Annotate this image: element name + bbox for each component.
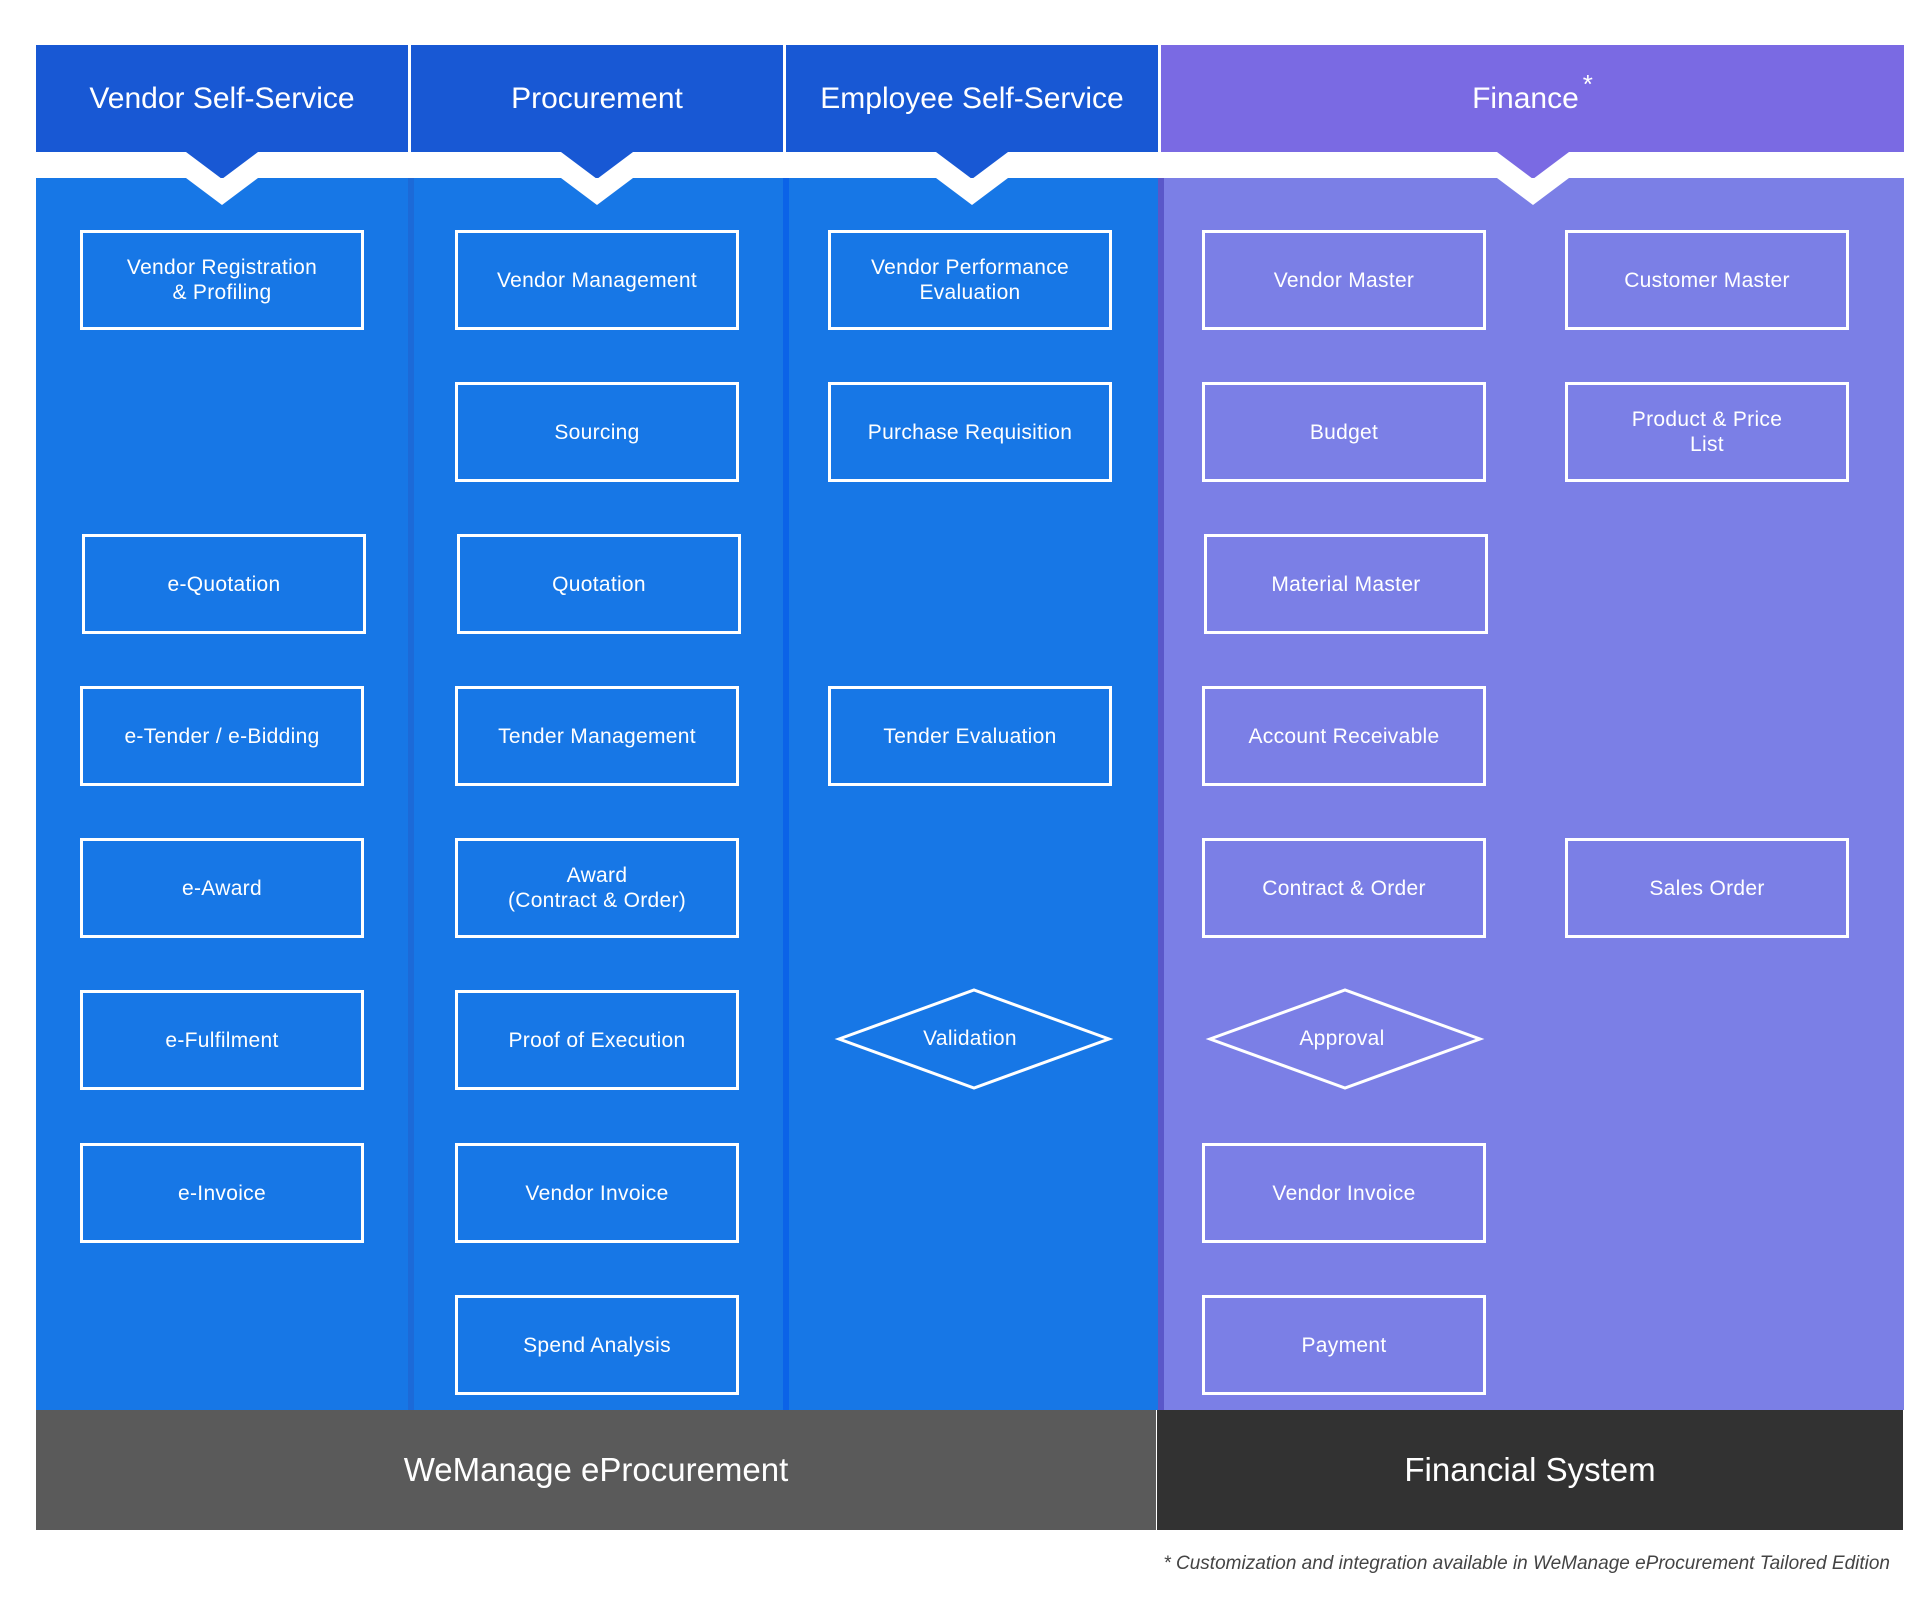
sales-order-box: Sales Order bbox=[1565, 838, 1849, 938]
footer-financial-system: Financial System bbox=[1157, 1410, 1903, 1530]
e-quotation-box: e-Quotation bbox=[82, 534, 366, 634]
footer-wemanage-eprocurement: WeManage eProcurement bbox=[36, 1410, 1156, 1530]
vendor-self-service-column bbox=[36, 178, 409, 1410]
approval-diamond bbox=[1205, 988, 1485, 1090]
vendor-performance-evaluation-box: Vendor Performance Evaluation bbox=[828, 230, 1112, 330]
header-pointer bbox=[936, 152, 1008, 179]
validation-label: Validation bbox=[923, 1027, 1017, 1050]
column-notch bbox=[936, 178, 1008, 205]
contract-order-box: Contract & Order bbox=[1202, 838, 1486, 938]
footer-label: Financial System bbox=[1404, 1451, 1656, 1488]
header-pointer bbox=[1497, 152, 1569, 179]
header-employee-self-service: Employee Self-Service bbox=[786, 45, 1158, 152]
column-notch bbox=[186, 178, 258, 205]
column-notch bbox=[1497, 178, 1569, 205]
e-tender-box: e-Tender / e-Bidding bbox=[80, 686, 364, 786]
header-pointer bbox=[186, 152, 258, 179]
header-label: Finance bbox=[1472, 81, 1579, 115]
tender-evaluation-box: Tender Evaluation bbox=[828, 686, 1112, 786]
column-divider bbox=[783, 178, 789, 1410]
vendor-master-box: Vendor Master bbox=[1202, 230, 1486, 330]
asterisk-marker: * bbox=[1582, 69, 1593, 99]
header-label: Procurement bbox=[511, 81, 683, 115]
account-receivable-box: Account Receivable bbox=[1202, 686, 1486, 786]
payment-box: Payment bbox=[1202, 1295, 1486, 1395]
column-divider bbox=[1158, 178, 1164, 1410]
employee-self-service-column bbox=[786, 178, 1159, 1410]
header-finance: Finance* bbox=[1161, 45, 1904, 152]
product-price-list-box: Product & Price List bbox=[1565, 382, 1849, 482]
material-master-box: Material Master bbox=[1204, 534, 1488, 634]
header-vendor-self-service: Vendor Self-Service bbox=[36, 45, 408, 152]
tender-management-box: Tender Management bbox=[455, 686, 739, 786]
e-award-box: e-Award bbox=[80, 838, 364, 938]
quotation-box: Quotation bbox=[457, 534, 741, 634]
footnote: * Customization and integration availabl… bbox=[1163, 1553, 1890, 1574]
sourcing-box: Sourcing bbox=[455, 382, 739, 482]
spend-analysis-box: Spend Analysis bbox=[455, 1295, 739, 1395]
approval-label: Approval bbox=[1299, 1027, 1385, 1050]
finance-vendor-invoice-box: Vendor Invoice bbox=[1202, 1143, 1486, 1243]
proof-of-execution-box: Proof of Execution bbox=[455, 990, 739, 1090]
award-box: Award (Contract & Order) bbox=[455, 838, 739, 938]
header-label: Employee Self-Service bbox=[820, 81, 1124, 115]
e-fulfilment-box: e-Fulfilment bbox=[80, 990, 364, 1090]
header-procurement: Procurement bbox=[411, 45, 783, 152]
header-label: Vendor Self-Service bbox=[89, 81, 355, 115]
vendor-invoice-box: Vendor Invoice bbox=[455, 1143, 739, 1243]
customer-master-box: Customer Master bbox=[1565, 230, 1849, 330]
purchase-requisition-box: Purchase Requisition bbox=[828, 382, 1112, 482]
column-notch bbox=[561, 178, 633, 205]
vendor-management-box: Vendor Management bbox=[455, 230, 739, 330]
validation-diamond bbox=[834, 988, 1114, 1090]
budget-box: Budget bbox=[1202, 382, 1486, 482]
e-invoice-box: e-Invoice bbox=[80, 1143, 364, 1243]
header-pointer bbox=[561, 152, 633, 179]
column-divider bbox=[408, 178, 414, 1410]
footer-label: WeManage eProcurement bbox=[403, 1451, 789, 1488]
vendor-registration-box: Vendor Registration & Profiling bbox=[80, 230, 364, 330]
